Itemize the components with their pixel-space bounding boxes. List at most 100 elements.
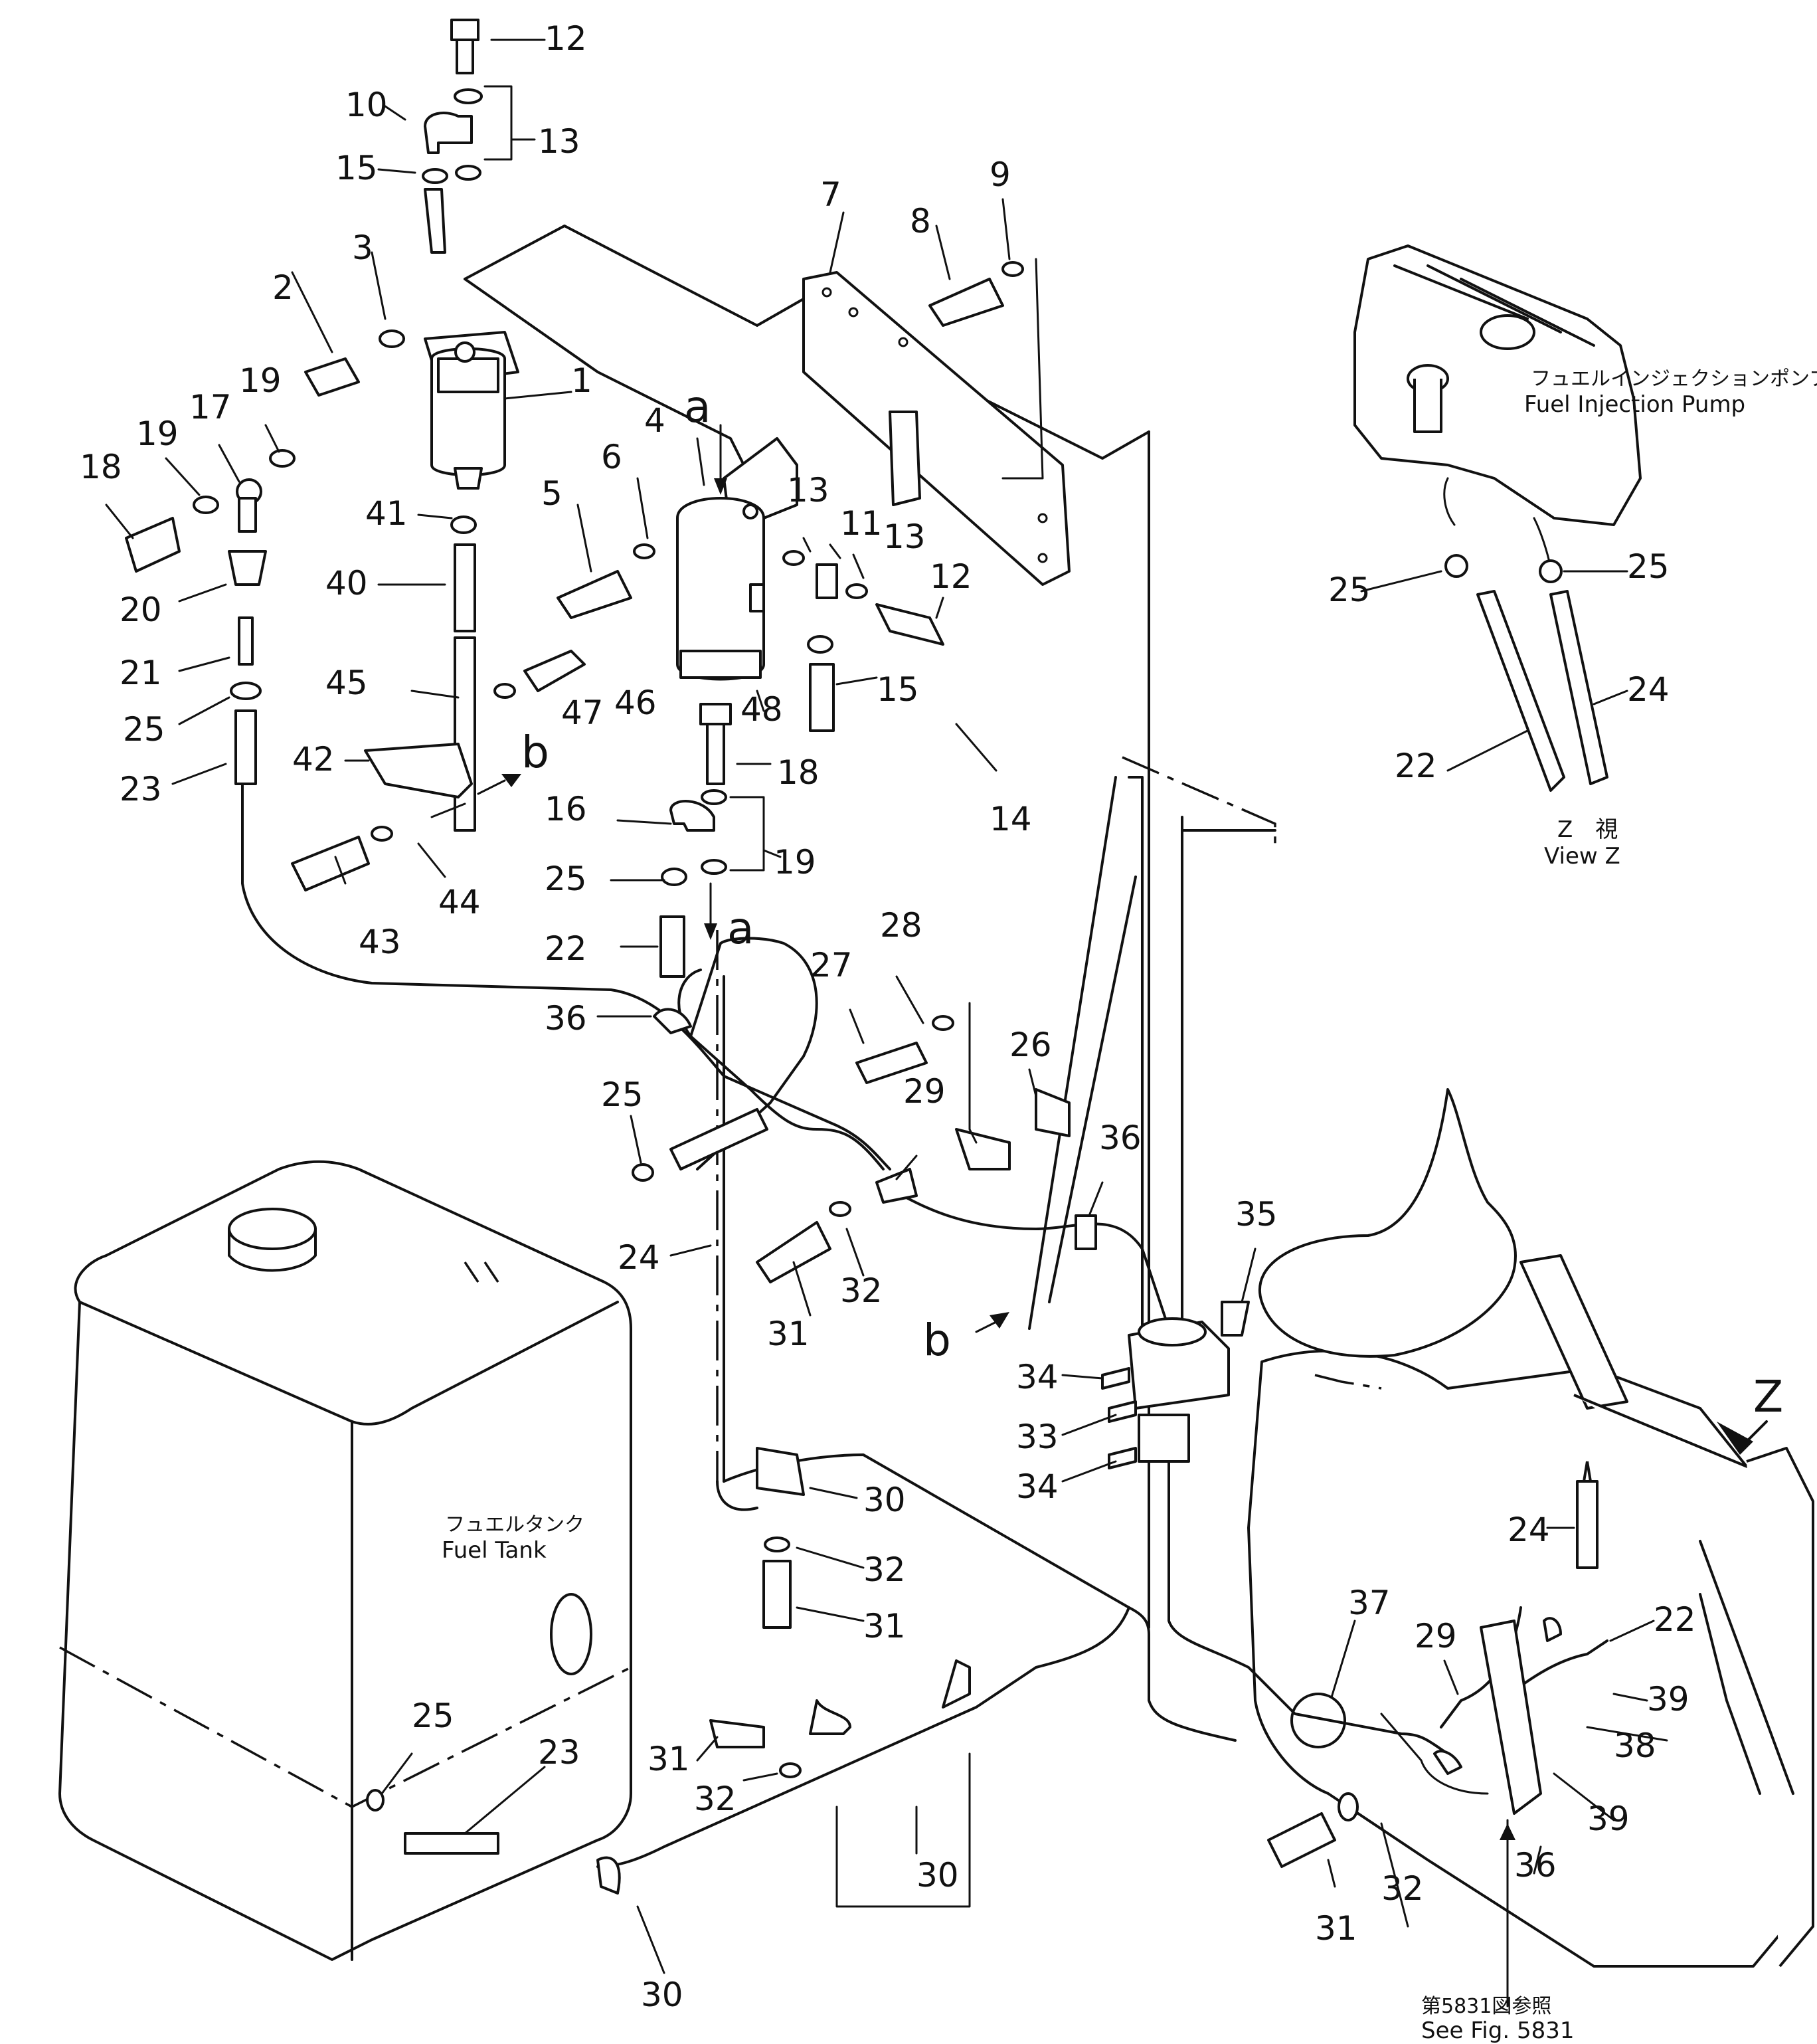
callout-31-engine: 31	[1315, 1909, 1357, 1948]
callout-8: 8	[910, 202, 931, 240]
callout-18: 18	[80, 448, 122, 486]
callout-14: 14	[990, 800, 1032, 838]
fuel-injection-pump-label: Fuel Injection Pump	[1524, 391, 1745, 418]
callout-13-filter: 13	[787, 471, 829, 510]
callout-4: 4	[644, 401, 665, 440]
callout-6: 6	[601, 438, 622, 476]
callout-16: 16	[545, 790, 587, 828]
callout-39-lower: 39	[1587, 1800, 1630, 1838]
callout-19: 19	[239, 361, 282, 400]
callout-15: 15	[335, 149, 378, 187]
callout-24-engine: 24	[1508, 1511, 1550, 1549]
callout-41: 41	[365, 494, 408, 533]
view-z-arrow-label: Z	[1753, 1371, 1783, 1422]
callout-30-right: 30	[916, 1856, 959, 1895]
callout-24-pump: 24	[1627, 670, 1670, 709]
captions: フュエルインジェクションポンプ Fuel Injection Pump Z 視 …	[442, 367, 1817, 2044]
ref-letter-b-left: b	[521, 727, 549, 778]
callout-19-right: 19	[774, 843, 816, 882]
callout-21: 21	[120, 654, 162, 692]
callout-47: 47	[561, 694, 604, 732]
callout-25-tank: 25	[412, 1697, 454, 1735]
view-z-label: View Z	[1544, 843, 1620, 870]
callout-15-right: 15	[877, 670, 919, 709]
view-z-jp-label: Z 視	[1557, 816, 1618, 843]
callout-5: 5	[541, 474, 562, 513]
callout-40: 40	[325, 564, 368, 603]
callout-34: 34	[1016, 1358, 1059, 1396]
callout-31-lower: 31	[863, 1607, 906, 1645]
callout-26: 26	[1009, 1026, 1052, 1064]
callout-28: 28	[880, 906, 922, 945]
callout-23-tank: 23	[538, 1733, 580, 1772]
fuel-filter-1	[424, 331, 519, 490]
callout-12: 12	[545, 19, 587, 58]
small-parts	[125, 19, 1599, 1895]
callout-34-lower: 34	[1016, 1467, 1059, 1506]
ref-letter-a-top: a	[684, 381, 711, 432]
callout-36-engine: 36	[1514, 1846, 1557, 1885]
callout-13: 13	[538, 122, 580, 161]
see-fig-jp-label: 第5831図参照	[1421, 1995, 1551, 2018]
callout-25-pump-right: 25	[1627, 547, 1670, 586]
callout-30-bottom: 30	[641, 1976, 683, 2014]
fuel-injection-pump	[1353, 244, 1642, 792]
fuel-filter-48	[676, 437, 798, 681]
fuel-injection-pump-jp-label: フュエルインジェクションポンプ	[1531, 367, 1817, 391]
callout-39: 39	[1647, 1680, 1689, 1719]
fuel-tank	[58, 1160, 632, 1961]
callout-31: 31	[767, 1315, 810, 1353]
callout-36: 36	[545, 999, 587, 1038]
callout-44: 44	[438, 883, 481, 921]
callout-38: 38	[1614, 1726, 1656, 1765]
callout-29: 29	[903, 1072, 946, 1111]
callout-48: 48	[740, 690, 783, 729]
support-stand	[1028, 756, 1276, 1370]
callout-25-center: 25	[545, 860, 587, 898]
callout-10: 10	[345, 86, 388, 124]
callout-2: 2	[272, 268, 294, 307]
callout-19-left: 19	[136, 415, 179, 453]
callout-9: 9	[990, 155, 1011, 194]
callout-17: 17	[189, 388, 232, 426]
callout-35: 35	[1235, 1195, 1278, 1234]
callout-18-right: 18	[777, 753, 820, 792]
callout-37: 37	[1348, 1584, 1391, 1622]
ref-letter-a-bottom: a	[727, 903, 754, 954]
callout-31-left: 31	[648, 1740, 690, 1778]
callout-3: 3	[352, 229, 373, 267]
fuel-tank-jp-label: フュエルタンク	[445, 1513, 584, 1536]
callout-36-mid: 36	[1099, 1119, 1142, 1157]
callout-12-right: 12	[930, 557, 972, 596]
reference-letters: a a b b Z	[521, 381, 1783, 1422]
callout-27: 27	[810, 946, 853, 984]
callout-32-lower: 32	[863, 1550, 906, 1589]
callout-13-right: 13	[883, 517, 926, 556]
callout-42: 42	[292, 740, 335, 779]
callout-20: 20	[120, 591, 162, 629]
callout-32: 32	[840, 1271, 883, 1310]
callout-32-engine: 32	[1381, 1869, 1424, 1908]
callout-43: 43	[359, 923, 401, 961]
callout-29-engine: 29	[1415, 1617, 1457, 1655]
callout-30: 30	[863, 1481, 906, 1519]
ref-letter-b-right: b	[923, 1315, 951, 1366]
see-fig-label: See Fig. 5831	[1421, 2017, 1574, 2044]
callout-7: 7	[820, 175, 841, 214]
mounting-bracket-7	[802, 271, 1071, 586]
callout-46: 46	[614, 684, 657, 722]
callout-25: 25	[123, 710, 165, 749]
callout-22-pump: 22	[1395, 747, 1437, 785]
callout-25-hose: 25	[601, 1075, 644, 1114]
callout-33: 33	[1016, 1418, 1059, 1456]
callout-1: 1	[571, 361, 592, 400]
callout-22: 22	[545, 929, 587, 968]
leader-lines	[105, 39, 1768, 2007]
callout-numbers: 12 10 13 15 3 2 1 19 17 19 18 20 21 25 2…	[80, 19, 1696, 2014]
callout-22-engine: 22	[1654, 1600, 1696, 1639]
callout-25-pump-left: 25	[1328, 571, 1371, 609]
callout-32-left: 32	[694, 1780, 736, 1818]
callout-11: 11	[840, 504, 883, 543]
fuel-lines	[241, 783, 1608, 1815]
